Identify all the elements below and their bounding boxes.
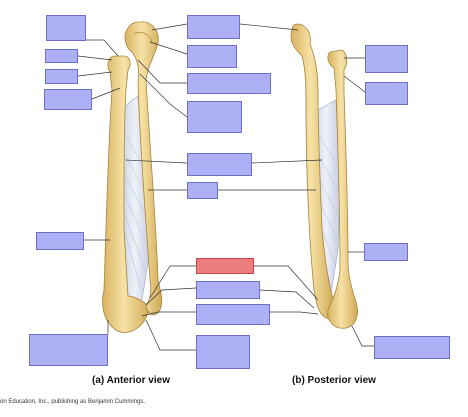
label-box-posterior-neck-radius[interactable]: [365, 82, 408, 105]
label-box-posterior-radius[interactable]: [364, 243, 408, 261]
label-box-highlighted[interactable]: [196, 258, 254, 274]
label-box-ulnar-styloid[interactable]: [196, 304, 270, 325]
radius-anterior: [102, 55, 151, 333]
posterior-view-bones: [290, 23, 358, 329]
label-box-head-ulna[interactable]: [196, 281, 260, 299]
label-box-coronoid-process[interactable]: [187, 45, 237, 68]
label-box-ulna[interactable]: [187, 182, 218, 199]
label-box-anterior-radial-tuberosity[interactable]: [44, 89, 92, 110]
label-box-anterior-olecranon[interactable]: [46, 15, 86, 41]
label-box-ulnar-tuberosity[interactable]: [187, 101, 242, 133]
label-box-posterior-styloid[interactable]: [374, 336, 450, 359]
copyright-credit: on Education, Inc., publishing as Benjam…: [0, 399, 146, 405]
label-box-anterior-radial-styloid[interactable]: [29, 334, 108, 366]
ulna-anterior: [124, 21, 163, 316]
label-box-interosseous-membrane[interactable]: [187, 153, 252, 176]
leader-lines: [77, 23, 374, 351]
label-box-anterior-neck-radius[interactable]: [45, 69, 78, 84]
label-box-posterior-head-radius[interactable]: [365, 45, 408, 73]
caption-anterior-view: (a) Anterior view: [92, 375, 170, 386]
label-box-anterior-head-radius[interactable]: [45, 49, 78, 63]
caption-posterior-view: (b) Posterior view: [292, 375, 376, 386]
anterior-view-bones: [102, 21, 163, 333]
label-box-ulnar-notch[interactable]: [196, 335, 250, 369]
radius-posterior: [327, 49, 358, 329]
label-box-anterior-radius[interactable]: [36, 232, 84, 250]
label-box-trochlear-notch[interactable]: [187, 15, 240, 39]
label-box-radial-notch[interactable]: [187, 73, 271, 94]
